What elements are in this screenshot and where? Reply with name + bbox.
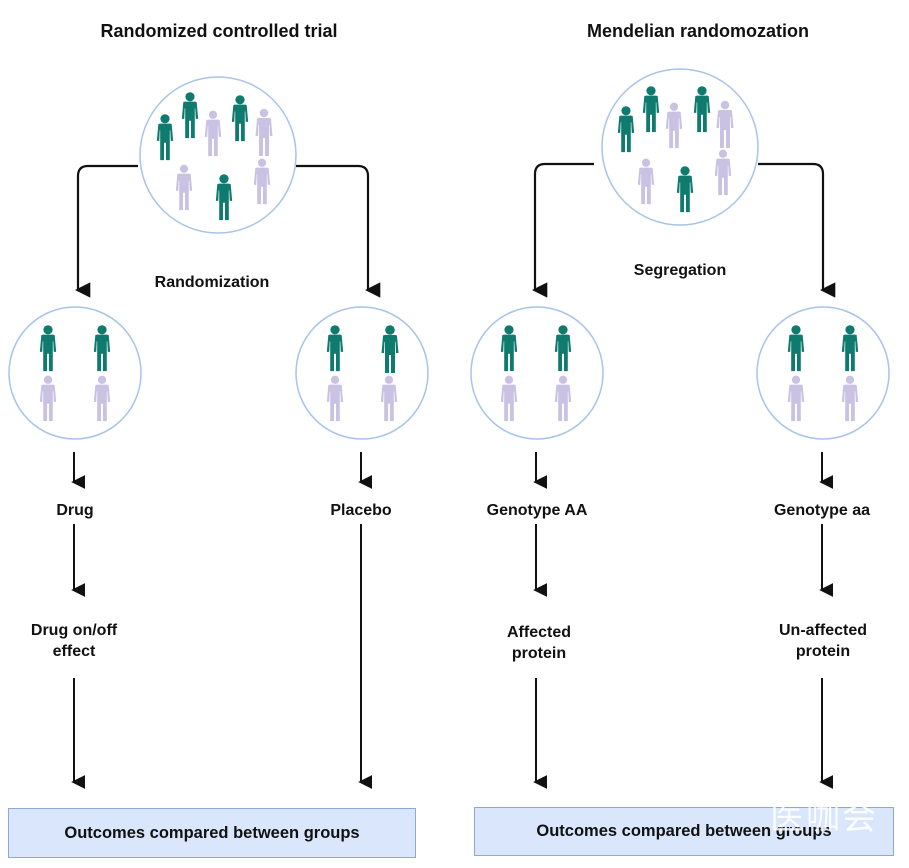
split-arrow-right <box>296 164 381 298</box>
segregation-label: Segregation <box>633 262 727 279</box>
unaffected-protein-line2: protein <box>795 643 851 660</box>
placebo-group-circle <box>295 306 429 440</box>
affected-protein-line1: Affected <box>506 624 572 641</box>
left-outcome-box: Outcomes compared between groups <box>8 808 416 858</box>
watermark: 医咖会 <box>770 798 878 838</box>
placebo-label: Placebo <box>330 502 392 519</box>
unaffected-protein-line1: Un-affected <box>778 622 868 639</box>
affected-protein-label: Affected protein <box>507 622 571 664</box>
split-arrow-left <box>531 162 594 298</box>
left-panel-title: Randomized controlled trial <box>100 21 338 41</box>
unaffected-protein-label: Un-affected protein <box>779 620 867 662</box>
randomization-label: Randomization <box>154 274 270 291</box>
right-panel-title: Mendelian randomozation <box>586 21 810 41</box>
split-arrow-left <box>74 164 138 298</box>
drug-effect-line1: Drug on/off <box>30 622 118 639</box>
right-outcome-box: Outcomes compared between groups <box>474 807 894 856</box>
genotype-aa-lower-circle <box>756 306 890 440</box>
right-population-circle <box>601 68 759 226</box>
drug-effect-line2: effect <box>52 643 96 660</box>
left-population-circle <box>139 76 297 234</box>
drug-effect-label: Drug on/off effect <box>31 620 117 662</box>
drug-label: Drug <box>56 502 94 519</box>
affected-protein-line2: protein <box>511 645 567 662</box>
genotype-AA-label: Genotype AA <box>486 502 588 519</box>
split-arrow-right <box>758 162 836 298</box>
genotype-aa-upper-circle <box>470 306 604 440</box>
drug-group-circle <box>8 306 142 440</box>
genotype-aa-label: Genotype aa <box>773 502 871 519</box>
